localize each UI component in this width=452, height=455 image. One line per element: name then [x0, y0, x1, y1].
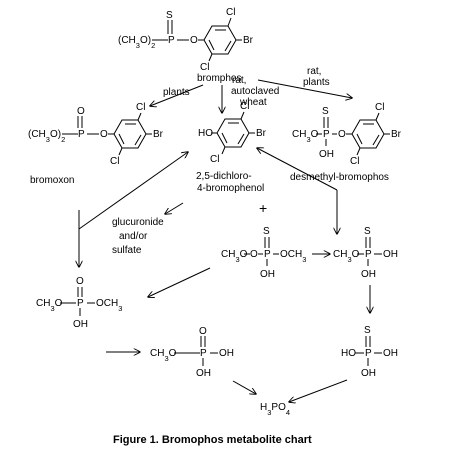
atom-o: O: [190, 35, 198, 46]
compound-name: bromoxon: [30, 175, 74, 186]
compound-desmethyl-bromophos: CH3O P S O OH Cl Br Cl desmethyl-bromoph…: [290, 102, 402, 183]
label-plants: plants: [163, 87, 190, 98]
compound-name-line1: 2,5-dichloro-: [196, 171, 252, 182]
atom-cl: Cl: [240, 101, 249, 112]
compound-bromphos: (CH3O)2 P S O Cl Br Cl bromphos: [118, 7, 254, 84]
atom-cl: Cl: [350, 156, 359, 167]
arrow-to-conjugate: [165, 202, 184, 214]
atom-ch3o: CH3O: [36, 298, 63, 313]
label-wheat: wheat: [239, 97, 267, 108]
atom-p: P: [168, 35, 175, 46]
atom-oh: OH: [219, 348, 234, 359]
compound-thiophosphoric-acid: HO P S OH OH: [341, 325, 398, 379]
atom-ho: HO: [198, 128, 213, 139]
atom-cl: Cl: [110, 156, 119, 167]
atom-s: S: [166, 10, 173, 21]
atom-o: O: [100, 129, 108, 140]
compound-dimethyl-phosphate: CH3O P O OCH3 OH: [36, 276, 122, 330]
compound-dimethyl-phosphorothioate: CH3O P S OH OH: [333, 226, 398, 280]
compound-name: desmethyl-bromophos: [290, 172, 389, 183]
atom-oh: OH: [319, 149, 334, 160]
atom-och3: OCH3: [96, 298, 122, 313]
compound-name-line2: 4-bromophenol: [197, 183, 264, 194]
label-rat: rat,: [307, 66, 321, 77]
atom-o: O: [199, 326, 207, 337]
atom-s: S: [364, 325, 371, 336]
atom-ch3o: CH3O: [150, 348, 177, 363]
compound-name: bromphos: [197, 73, 241, 84]
atom-br: Br: [391, 129, 402, 140]
atom-br: Br: [153, 129, 164, 140]
label-autoclaved: autoclaved: [231, 86, 279, 97]
atom-oh: OH: [383, 348, 398, 359]
atom-cl: Cl: [136, 102, 145, 113]
compound-bromoxon: (CH3O)2 P O O Cl Br Cl bromoxon: [28, 102, 164, 186]
label-rat: rat,: [232, 75, 246, 86]
atom-cl: Cl: [200, 62, 209, 73]
group-label: (CH3O)2: [28, 129, 65, 144]
atom-oh: OH: [196, 368, 211, 379]
arrow-trimethyl-to-dimethyl-phosphate: [148, 267, 211, 297]
atom-o: O: [76, 276, 84, 287]
atom-p: P: [78, 129, 85, 140]
plus-sign: +: [259, 200, 267, 216]
atom-s: S: [263, 226, 270, 237]
compound-trimethyl-phosphorothioate: CH3O O P S OCH3 OH: [221, 226, 306, 280]
atom-s: S: [364, 226, 371, 237]
formula: H3PO4: [260, 402, 290, 417]
arrow-thiophosphoric-to-h3po4: [289, 379, 348, 402]
arrow-to-bromoxon: [150, 84, 204, 106]
label-glucuronide: glucuronide: [112, 217, 164, 228]
atom-p: P: [200, 348, 207, 359]
atom-p: P: [264, 249, 271, 260]
atom-ch3o: CH3O: [221, 249, 248, 264]
atom-p: P: [323, 129, 330, 140]
atom-p: P: [365, 348, 372, 359]
arrow-bromoxon-to-phenol: [78, 152, 188, 230]
atom-br: Br: [243, 35, 254, 46]
atom-p: P: [77, 298, 84, 309]
label-andor: and/or: [119, 231, 148, 242]
arrow-methyl-phosphate-to-h3po4: [232, 380, 256, 394]
atom-br: Br: [256, 128, 267, 139]
figure-caption: Figure 1. Bromophos metabolite chart: [113, 434, 312, 446]
atom-p: P: [365, 249, 372, 260]
arrow-to-desmethyl: [257, 79, 352, 98]
atom-cl: Cl: [375, 102, 384, 113]
atom-och3: OCH3: [280, 249, 306, 264]
atom-ch3o: CH3O: [292, 129, 319, 144]
atom-o: O: [250, 249, 258, 260]
arrow-desmethyl-to-phenol: [257, 148, 338, 191]
compound-dichlorobromophenol: HO Cl Br Cl 2,5-dichloro- 4-bromophenol: [196, 101, 267, 194]
atom-oh: OH: [361, 269, 376, 280]
atom-oh: OH: [260, 269, 275, 280]
group-label: (CH3O)2: [118, 35, 155, 50]
atom-s: S: [322, 106, 329, 117]
atom-o: O: [338, 129, 346, 140]
compound-phosphoric-acid: H3PO4: [260, 402, 290, 417]
atom-oh: OH: [73, 319, 88, 330]
label-plants: plants: [303, 77, 330, 88]
atom-o: O: [77, 106, 85, 117]
atom-ch3o: CH3O: [333, 249, 360, 264]
atom-oh: OH: [361, 368, 376, 379]
atom-oh: OH: [383, 249, 398, 260]
atom-cl: Cl: [226, 7, 235, 18]
atom-ho: HO: [341, 348, 356, 359]
label-sulfate: sulfate: [112, 245, 142, 256]
compound-methyl-phosphate: CH3O P O OH OH: [150, 326, 234, 379]
atom-cl: Cl: [210, 154, 219, 165]
